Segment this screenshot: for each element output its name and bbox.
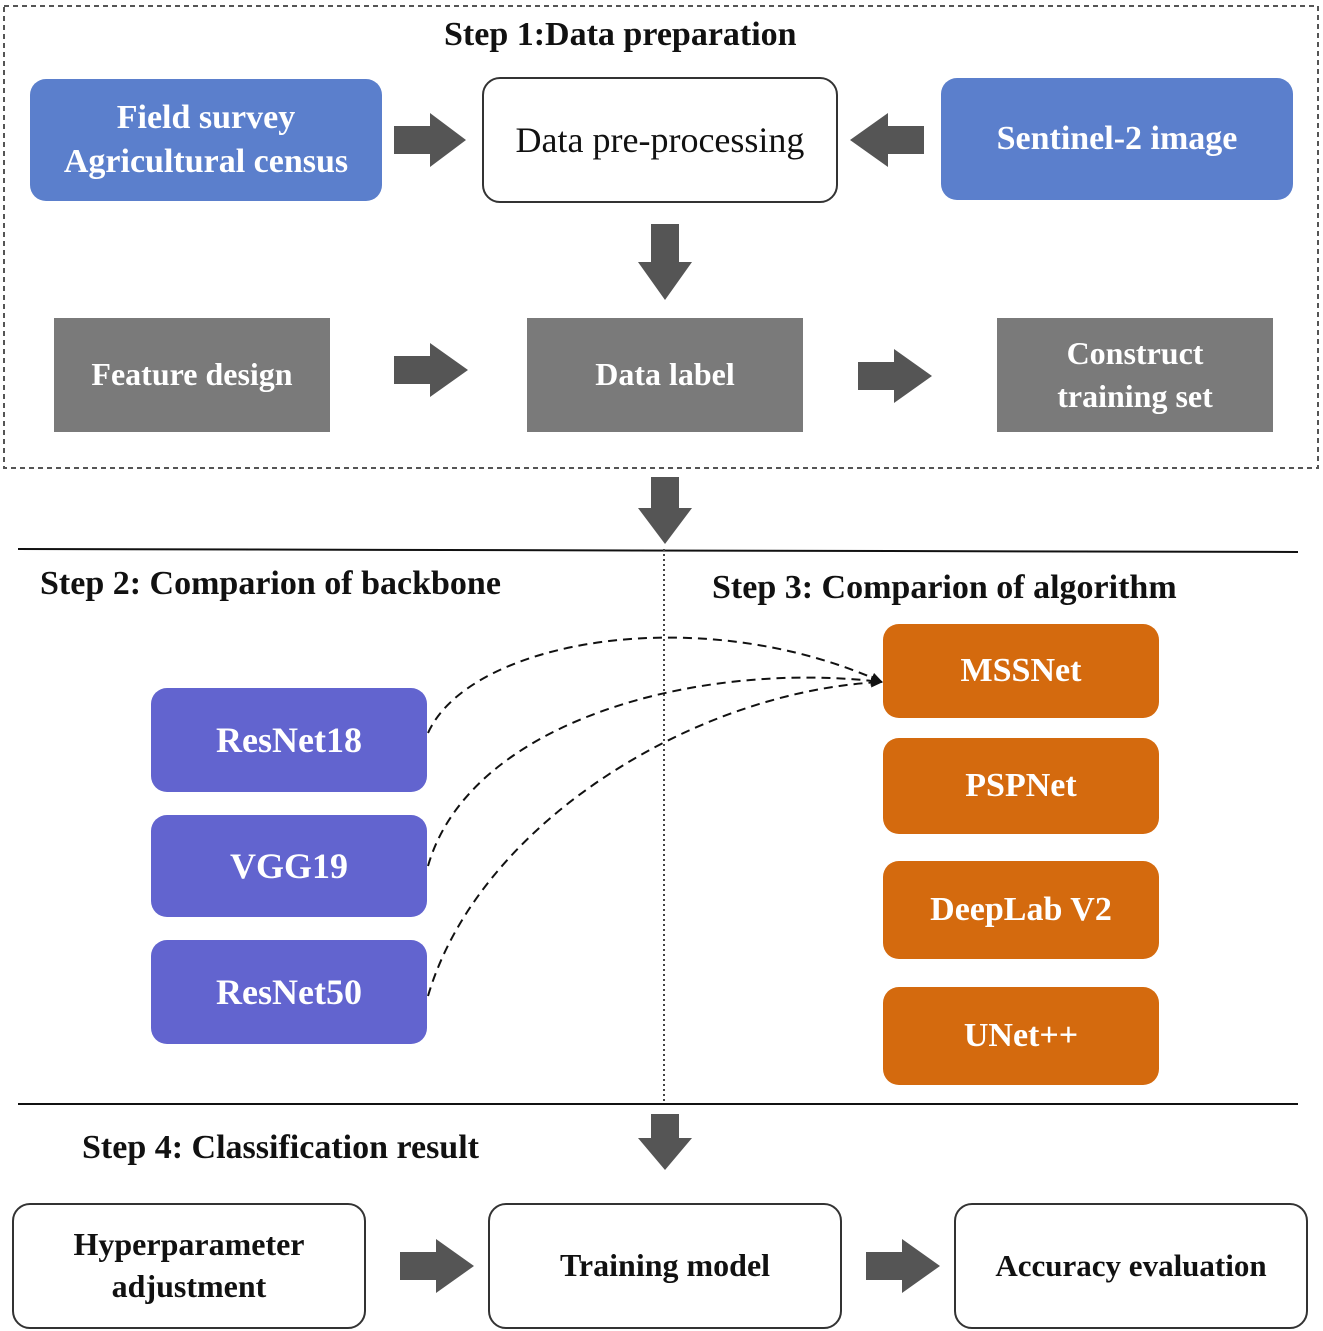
sentinel-image-label: Sentinel-2 image [996, 119, 1238, 157]
algorithm-label: MSSNet [960, 651, 1082, 689]
backbone-label: VGG19 [229, 845, 348, 886]
arrow-right-icon [394, 113, 466, 167]
arrow-down-icon [638, 224, 692, 300]
data-label-label: Data label [595, 356, 735, 393]
connector-resnet18-mssnet [427, 636, 883, 734]
connector-vgg19-mssnet [427, 675, 883, 867]
sentinel-image-box: Sentinel-2 image [941, 78, 1293, 200]
backbone-resnet18: ResNet18 [151, 688, 427, 792]
accuracy-evaluation-label: Accuracy evaluation [995, 1247, 1267, 1283]
backbone-resnet50: ResNet50 [151, 940, 427, 1044]
accuracy-evaluation-box: Accuracy evaluation [954, 1203, 1308, 1329]
step1-frame [3, 5, 1319, 469]
arrow-right-icon [394, 343, 468, 397]
data-label-box: Data label [527, 318, 803, 432]
connector-resnet50-mssnet [427, 677, 883, 997]
separator-top [17, 548, 1299, 553]
construct-label: Construct [1066, 334, 1204, 371]
construct-training-set-box: Construct training set [997, 318, 1273, 432]
arrow-down-icon [638, 1114, 692, 1170]
arrow-right-icon [858, 349, 932, 403]
algorithm-label: PSPNet [965, 766, 1077, 804]
feature-design-label: Feature design [91, 356, 293, 393]
arrow-right-icon [866, 1239, 940, 1293]
algorithm-pspnet: PSPNet [883, 738, 1159, 834]
adjustment-label: adjustment [111, 1268, 267, 1304]
agricultural-census-label: Agricultural census [63, 143, 349, 180]
dashed-connectors [427, 636, 883, 997]
field-survey-box: Field survey Agricultural census [30, 79, 382, 201]
algorithm-mssnet: MSSNet [883, 624, 1159, 718]
arrow-right-icon [400, 1239, 474, 1293]
step4-title: Step 4: Classification result [82, 1129, 479, 1166]
hyperparameter-label: Hyperparameter [73, 1226, 305, 1263]
block-arrows [394, 113, 940, 1293]
step2-title: Step 2: Comparion of backbone [40, 565, 501, 602]
feature-design-box: Feature design [54, 318, 330, 432]
algorithm-unetpp: UNet++ [883, 987, 1159, 1085]
arrow-left-icon [850, 113, 924, 167]
field-survey-label: Field survey [116, 98, 296, 136]
training-model-box: Training model [488, 1203, 842, 1329]
training-set-label: training set [1057, 378, 1213, 414]
algorithm-label: DeepLab V2 [930, 890, 1112, 928]
backbone-label: ResNet50 [216, 971, 362, 1012]
algorithm-deeplab-v2: DeepLab V2 [883, 861, 1159, 959]
data-preprocessing-label: Data pre-processing [515, 119, 805, 160]
data-preprocessing-box: Data pre-processing [482, 77, 838, 203]
algorithm-label: UNet++ [963, 1016, 1079, 1054]
arrow-down-icon [638, 477, 692, 544]
backbone-vgg19: VGG19 [151, 815, 427, 917]
hyperparameter-adjustment-box: Hyperparameter adjustment [12, 1203, 366, 1329]
step3-title: Step 3: Comparion of algorithm [712, 569, 1177, 606]
step1-title: Step 1:Data preparation [444, 16, 797, 53]
training-model-label: Training model [559, 1247, 771, 1284]
backbone-label: ResNet18 [216, 719, 362, 760]
